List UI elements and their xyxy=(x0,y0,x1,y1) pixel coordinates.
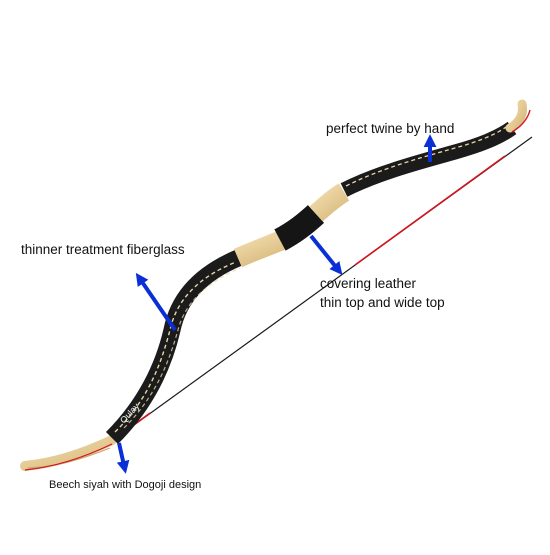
bottom-siyah xyxy=(20,435,117,471)
label-siyah: Beech siyah with Dogoji design xyxy=(49,479,202,491)
label-covering-line2: thin top and wide top xyxy=(320,295,445,310)
arrow-fiberglass xyxy=(135,272,177,332)
label-twine: perfect twine by hand xyxy=(326,121,455,136)
lower-limb xyxy=(105,250,242,445)
lower-grip-wood xyxy=(233,230,286,268)
arrow-siyah xyxy=(116,442,130,474)
annotation-arrows xyxy=(116,134,437,474)
grip-leather xyxy=(274,205,325,251)
upper-grip-wood xyxy=(309,183,350,222)
label-covering-line1: covering leather xyxy=(320,276,417,291)
arrow-covering xyxy=(309,234,343,275)
upper-limb xyxy=(340,121,517,197)
top-siyah xyxy=(505,99,531,133)
label-fiberglass: thinner treatment fiberglass xyxy=(21,242,185,257)
